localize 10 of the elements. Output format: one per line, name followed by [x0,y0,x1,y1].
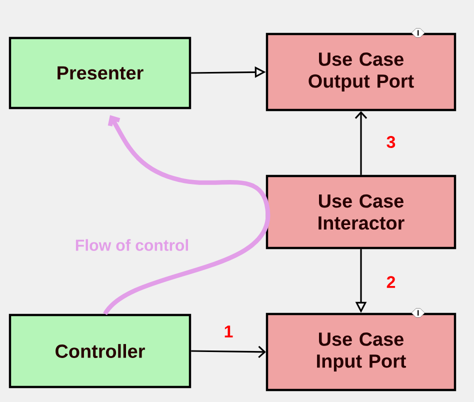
arrow [103,115,270,316]
edge-label: 1 [224,326,233,338]
arrow [354,111,368,175]
edge-label: 3 [386,136,396,148]
box: Controller [8,314,192,388]
box: Presenter [8,36,192,110]
box: Use Case Interactor [266,174,456,250]
edge-label: Flow of control [76,239,188,251]
edge-label: 2 [386,276,396,288]
arrow [191,346,266,358]
